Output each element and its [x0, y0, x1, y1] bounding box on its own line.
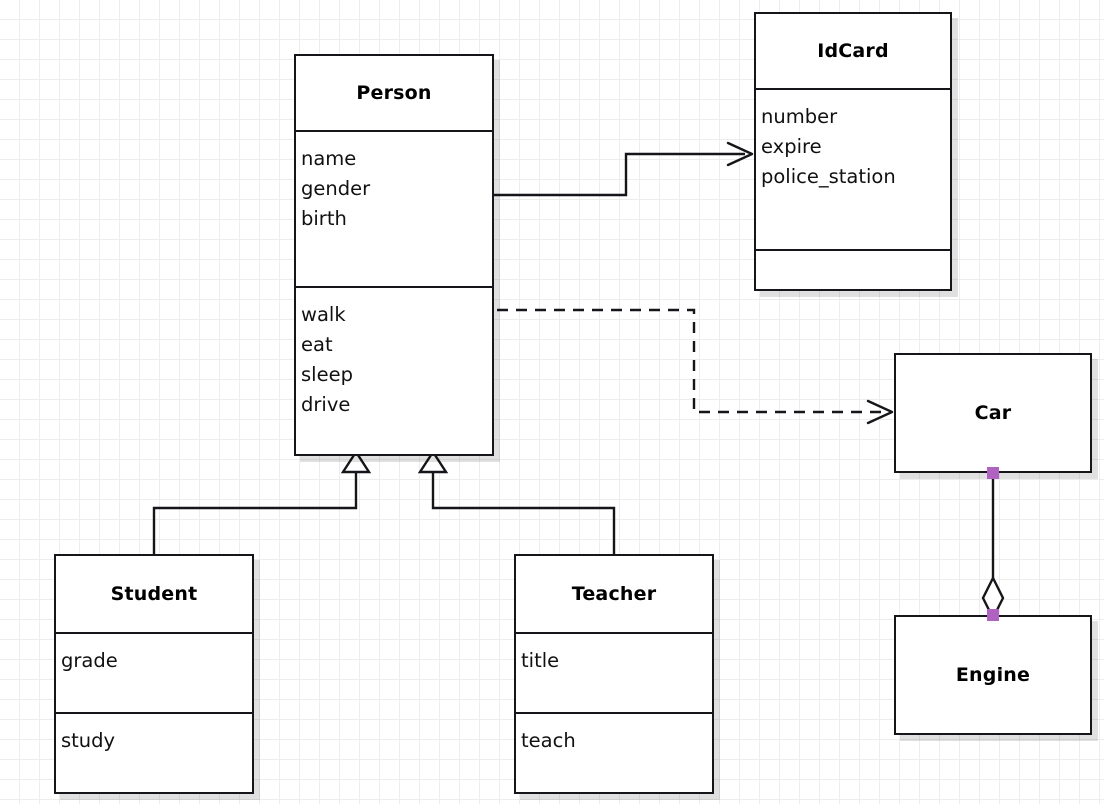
- aggregation-car-engine[interactable]: [981, 473, 1005, 621]
- attribute-item: title: [521, 649, 560, 672]
- class-box-engine[interactable]: Engine: [894, 615, 1092, 735]
- open-arrow-head-idcard: [726, 141, 754, 167]
- class-box-student[interactable]: Student grade study: [54, 554, 254, 794]
- operation-item: drive: [301, 393, 351, 416]
- attribute-item: number: [761, 105, 838, 128]
- class-name-label: Engine: [955, 664, 1031, 686]
- association-person-idcard[interactable]: [494, 141, 754, 197]
- attributes-compartment-person: name gender birth: [296, 130, 492, 286]
- attribute-item: name: [301, 147, 357, 170]
- generalization-teacher-person[interactable]: [417, 449, 616, 554]
- attributes-compartment-student: grade: [56, 632, 252, 712]
- operation-item: walk: [301, 303, 346, 326]
- operations-compartment-teacher: teach: [516, 712, 712, 792]
- open-arrow-head-car: [866, 399, 894, 425]
- operations-compartment-student: study: [56, 712, 252, 792]
- class-box-person[interactable]: Person name gender birth walk eat sleep …: [294, 54, 494, 456]
- class-box-idcard[interactable]: IdCard number expire police_station: [754, 12, 952, 291]
- class-title-car: Car: [896, 355, 1090, 471]
- operation-item: eat: [301, 333, 333, 356]
- attribute-item: police_station: [761, 165, 896, 188]
- operations-compartment-idcard: [756, 249, 950, 289]
- generalization-student-person[interactable]: [152, 449, 372, 554]
- operations-compartment-person: walk eat sleep drive: [296, 286, 492, 454]
- class-box-teacher[interactable]: Teacher title teach: [514, 554, 714, 794]
- dependency-person-car[interactable]: [497, 308, 894, 425]
- class-name-label: Teacher: [571, 583, 657, 605]
- class-name-label: Student: [110, 583, 198, 605]
- class-box-car[interactable]: Car: [894, 353, 1092, 473]
- attributes-compartment-idcard: number expire police_station: [756, 88, 950, 249]
- class-title-teacher: Teacher: [516, 556, 712, 632]
- operation-item: sleep: [301, 363, 353, 386]
- class-title-engine: Engine: [896, 617, 1090, 733]
- endpoint-marker-engine-top[interactable]: [987, 609, 999, 621]
- class-name-label: Car: [974, 402, 1012, 424]
- class-title-idcard: IdCard: [756, 14, 950, 88]
- class-name-label: IdCard: [817, 40, 889, 62]
- attribute-item: birth: [301, 207, 347, 230]
- attributes-compartment-teacher: title: [516, 632, 712, 712]
- operation-item: teach: [521, 729, 576, 752]
- class-title-person: Person: [296, 56, 492, 130]
- attribute-item: gender: [301, 177, 371, 200]
- class-name-label: Person: [356, 82, 432, 104]
- endpoint-marker-car-bottom[interactable]: [987, 467, 999, 479]
- class-title-student: Student: [56, 556, 252, 632]
- operation-item: study: [61, 729, 116, 752]
- attribute-item: expire: [761, 135, 822, 158]
- attribute-item: grade: [61, 649, 118, 672]
